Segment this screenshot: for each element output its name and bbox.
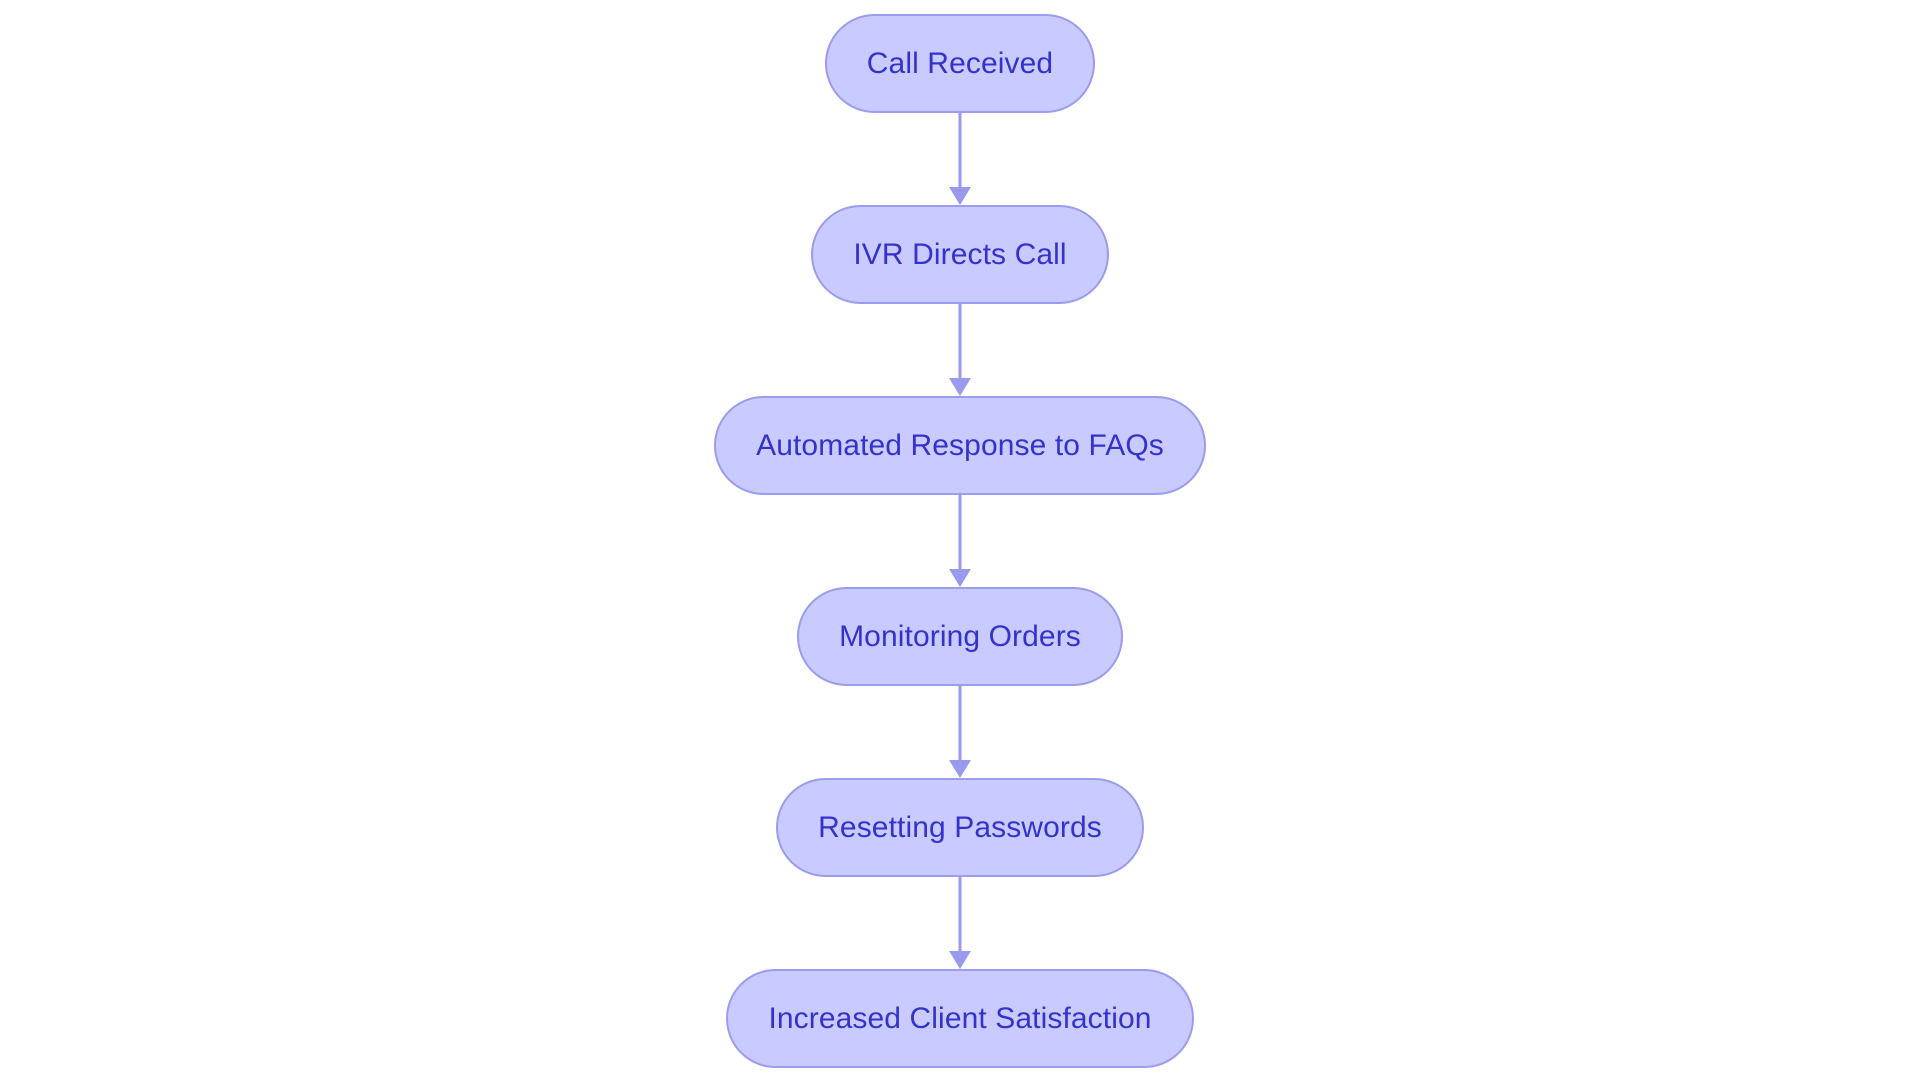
- flow-arrow-1-to-2: [948, 113, 972, 205]
- flow-node-increased-client-satisfaction[interactable]: Increased Client Satisfaction: [726, 969, 1194, 1068]
- flow-node-label: Monitoring Orders: [839, 619, 1081, 653]
- connector-line: [958, 686, 962, 762]
- arrowhead-down-icon: [949, 187, 971, 205]
- flow-arrow-3-to-4: [948, 495, 972, 587]
- connector-line: [958, 495, 962, 571]
- arrowhead-down-icon: [949, 569, 971, 587]
- flow-node-resetting-passwords[interactable]: Resetting Passwords: [776, 778, 1144, 877]
- connector-line: [958, 113, 962, 189]
- flow-arrow-5-to-6: [948, 877, 972, 969]
- flow-arrow-2-to-3: [948, 304, 972, 396]
- flow-arrow-4-to-5: [948, 686, 972, 778]
- connector-line: [958, 877, 962, 953]
- arrowhead-down-icon: [949, 760, 971, 778]
- flow-node-label: Call Received: [866, 46, 1054, 80]
- flow-node-ivr-directs-call[interactable]: IVR Directs Call: [811, 205, 1109, 304]
- connector-line: [958, 304, 962, 380]
- flow-node-label: Increased Client Satisfaction: [768, 1001, 1152, 1035]
- arrowhead-down-icon: [949, 951, 971, 969]
- flow-node-label: Resetting Passwords: [818, 810, 1102, 844]
- flow-node-automated-response-to-faqs[interactable]: Automated Response to FAQs: [714, 396, 1206, 495]
- flow-node-label: Automated Response to FAQs: [756, 428, 1164, 462]
- flow-node-monitoring-orders[interactable]: Monitoring Orders: [797, 587, 1123, 686]
- flow-node-call-received[interactable]: Call Received: [824, 14, 1096, 113]
- arrowhead-down-icon: [949, 378, 971, 396]
- flow-node-label: IVR Directs Call: [853, 237, 1067, 271]
